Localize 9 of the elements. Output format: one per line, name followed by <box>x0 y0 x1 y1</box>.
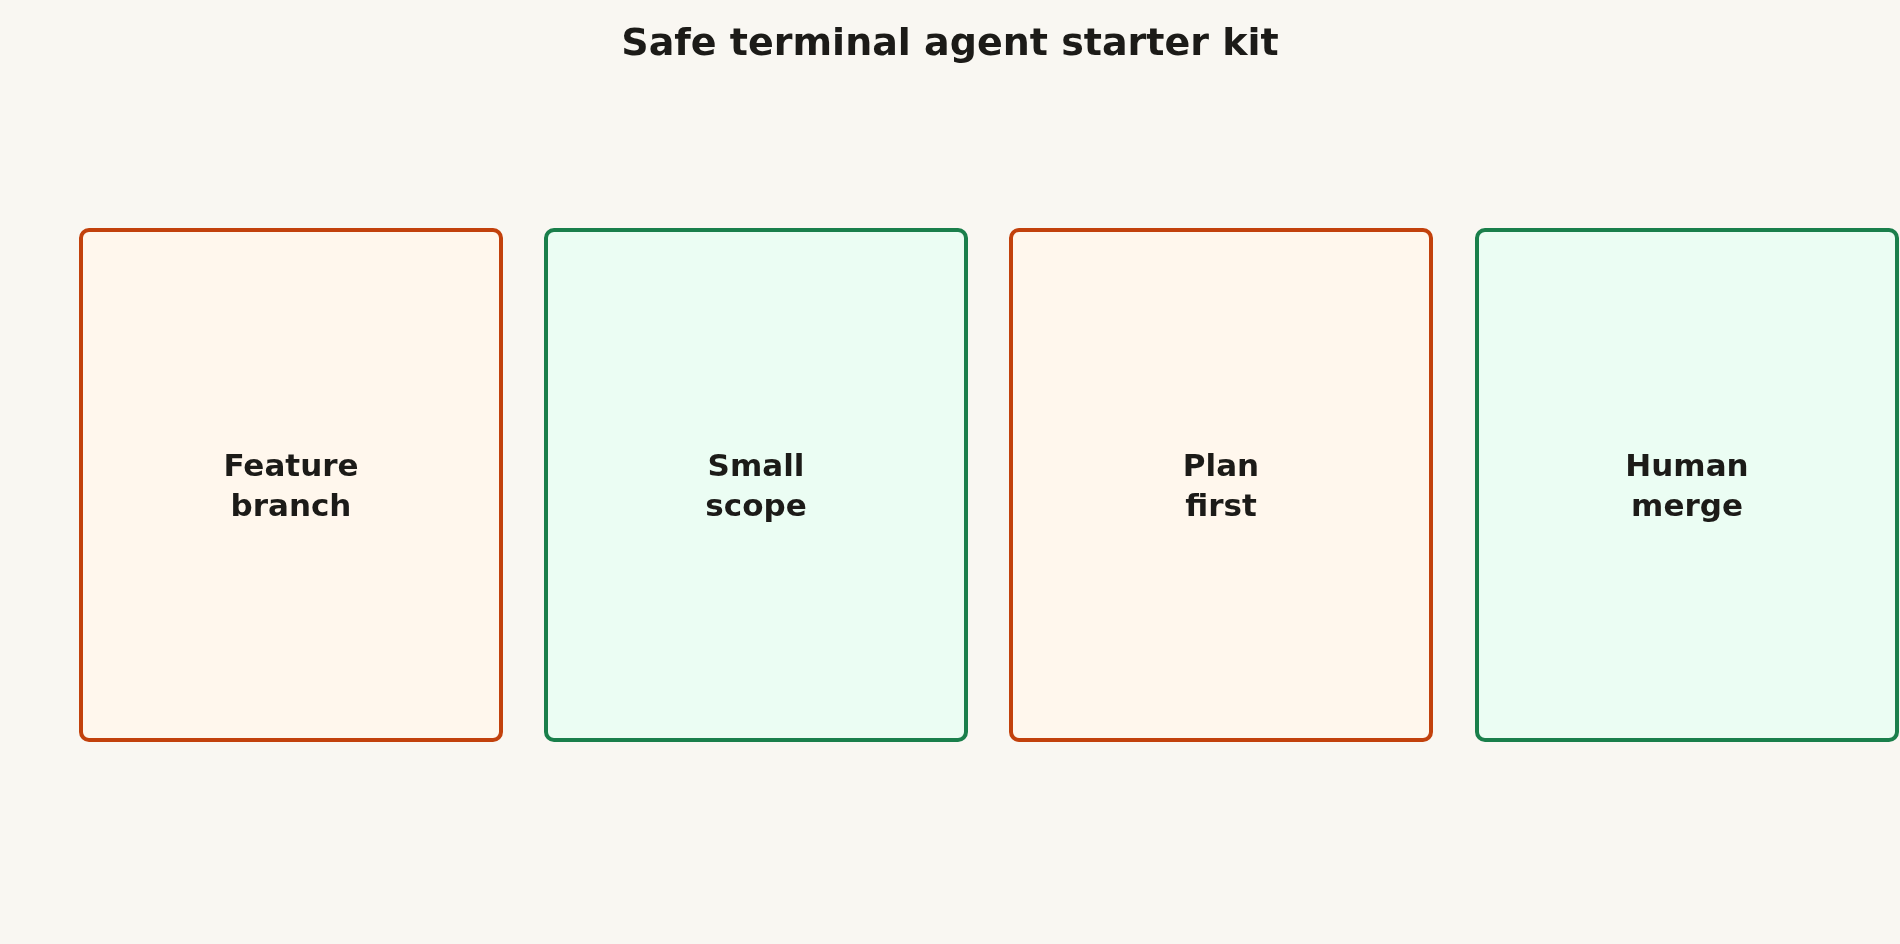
card-label: Human merge <box>1625 445 1749 525</box>
card-label: Small scope <box>705 445 807 525</box>
step-card <box>544 228 968 742</box>
card-label: Feature branch <box>223 445 359 525</box>
step-card <box>79 228 503 742</box>
step-card <box>1009 228 1433 742</box>
card-label: Plan first <box>1182 445 1260 525</box>
step-card <box>1475 228 1899 742</box>
diagram-title: Safe terminal agent starter kit <box>621 19 1279 66</box>
